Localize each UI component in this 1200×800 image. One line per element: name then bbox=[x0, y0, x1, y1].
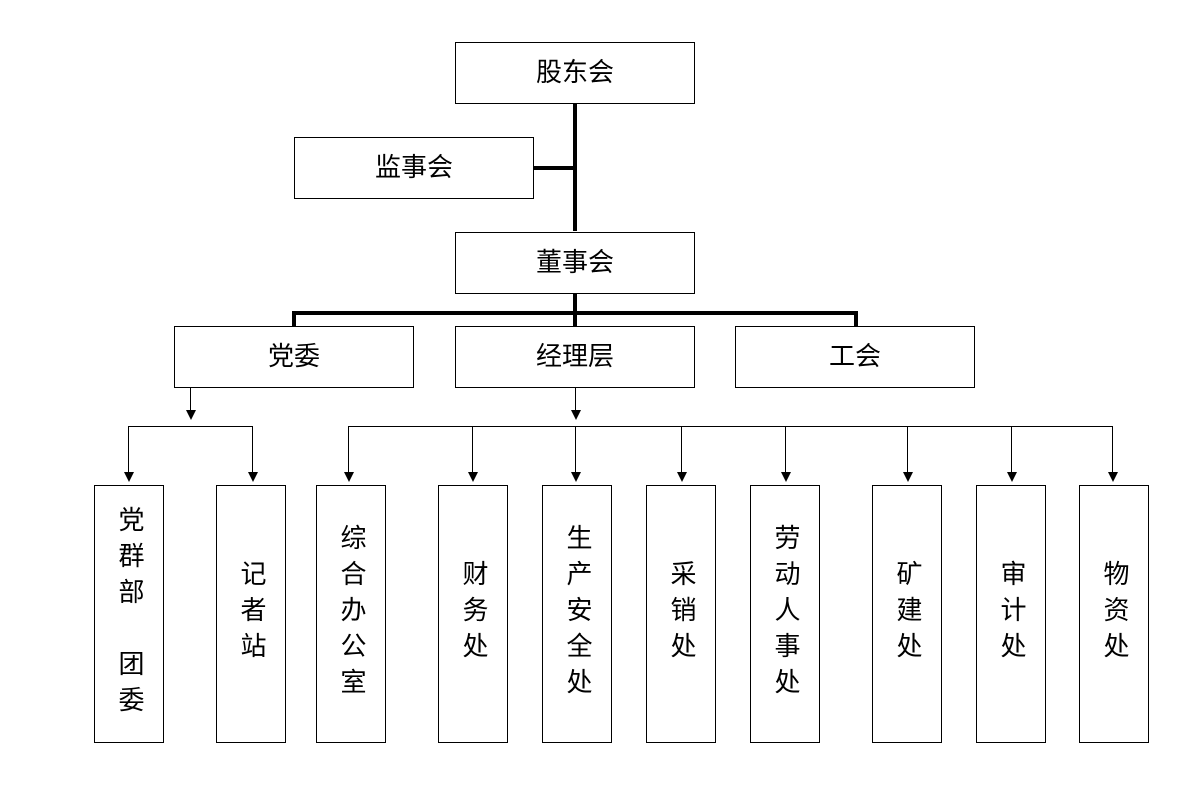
party-arrow-1 bbox=[124, 472, 134, 482]
union-box: 工会 bbox=[735, 326, 975, 388]
party-unit-box: 党群部 团委 bbox=[94, 485, 164, 743]
mgmt-drop-5 bbox=[785, 426, 786, 474]
board-box: 董事会 bbox=[455, 232, 695, 294]
mgmt-branch-horizontal bbox=[348, 426, 1113, 427]
party-committee-box: 党委 bbox=[174, 326, 414, 388]
mgmt-unit-label: 矿建处 bbox=[892, 560, 922, 668]
mgmt-arrow-7 bbox=[1007, 472, 1017, 482]
supervisors-box: 监事会 bbox=[294, 137, 534, 199]
party-drop-1 bbox=[128, 426, 129, 474]
mgmt-unit-box: 综合办公室 bbox=[316, 485, 386, 743]
mgmt-drop-7 bbox=[1011, 426, 1012, 474]
mgmt-arrow-8 bbox=[1108, 472, 1118, 482]
mgmt-arrow-2 bbox=[468, 472, 478, 482]
mgmt-drop-2 bbox=[472, 426, 473, 474]
mgmt-drop-8 bbox=[1112, 426, 1113, 474]
mgmt-unit-label: 物资处 bbox=[1099, 560, 1129, 668]
mgmt-drop-6 bbox=[907, 426, 908, 474]
party-branch-horizontal bbox=[128, 426, 253, 427]
party-unit-label: 党群部 团委 bbox=[114, 506, 144, 722]
mgmt-arrow-6 bbox=[903, 472, 913, 482]
party-unit-label: 记者站 bbox=[236, 560, 266, 668]
connector-shareholders-board bbox=[573, 103, 577, 231]
mgmt-arrow-5 bbox=[781, 472, 791, 482]
mgmt-down-arrow bbox=[571, 410, 581, 420]
mgmt-unit-box: 生产安全处 bbox=[542, 485, 612, 743]
party-down-arrow bbox=[186, 410, 196, 420]
mgmt-arrow-1 bbox=[344, 472, 354, 482]
connector-board-down bbox=[573, 294, 577, 314]
mgmt-unit-label: 采销处 bbox=[666, 560, 696, 668]
management-box: 经理层 bbox=[455, 326, 695, 388]
mgmt-unit-box: 采销处 bbox=[646, 485, 716, 743]
mgmt-drop-1 bbox=[348, 426, 349, 474]
connector-supervisors bbox=[534, 166, 575, 170]
connector-to-union bbox=[854, 311, 858, 327]
mgmt-unit-label: 劳动人事处 bbox=[770, 524, 800, 704]
party-down-line bbox=[190, 388, 191, 412]
mgmt-unit-box: 劳动人事处 bbox=[750, 485, 820, 743]
mgmt-drop-3 bbox=[575, 426, 576, 474]
mgmt-unit-box: 审计处 bbox=[976, 485, 1046, 743]
connector-to-party bbox=[292, 311, 296, 327]
mgmt-arrow-3 bbox=[571, 472, 581, 482]
mgmt-arrow-4 bbox=[677, 472, 687, 482]
mgmt-unit-label: 综合办公室 bbox=[336, 524, 366, 704]
connector-to-management bbox=[573, 311, 577, 327]
mgmt-unit-box: 矿建处 bbox=[872, 485, 942, 743]
mgmt-unit-box: 物资处 bbox=[1079, 485, 1149, 743]
mgmt-drop-4 bbox=[681, 426, 682, 474]
mgmt-down-line bbox=[575, 388, 576, 412]
mgmt-unit-label: 审计处 bbox=[996, 560, 1026, 668]
party-arrow-2 bbox=[248, 472, 258, 482]
party-unit-box: 记者站 bbox=[216, 485, 286, 743]
mgmt-unit-label: 生产安全处 bbox=[562, 524, 592, 704]
mgmt-unit-box: 财务处 bbox=[438, 485, 508, 743]
party-drop-2 bbox=[252, 426, 253, 474]
mgmt-unit-label: 财务处 bbox=[458, 560, 488, 668]
shareholders-box: 股东会 bbox=[455, 42, 695, 104]
